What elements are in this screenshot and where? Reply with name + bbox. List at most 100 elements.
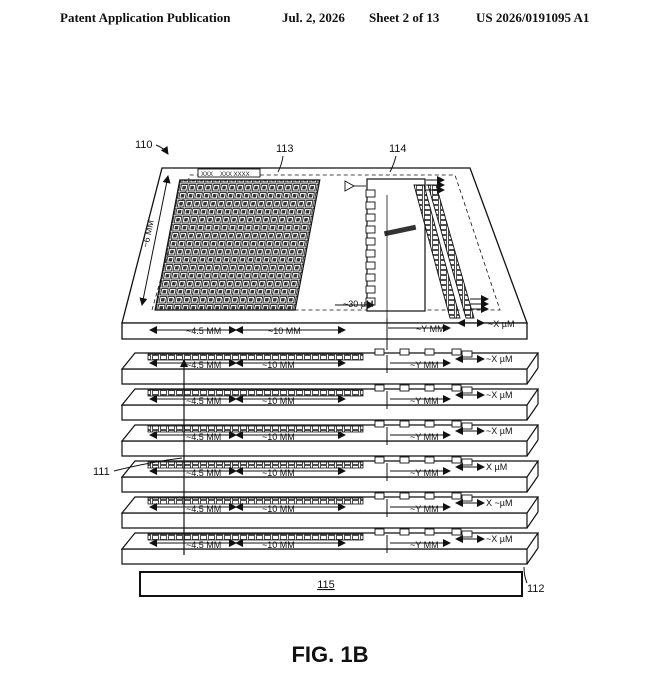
periphery-pad — [374, 528, 385, 536]
array-cell-strip — [147, 533, 364, 541]
ref-periphery-label: 114 — [389, 143, 407, 155]
periphery-pad — [399, 348, 410, 356]
periphery-cell — [365, 201, 376, 210]
dim-label-4-5mm: ~4.5 MM — [186, 396, 221, 406]
dim-label-4-5mm: ~4.5 MM — [186, 432, 221, 442]
periphery-block — [366, 178, 426, 312]
stacked-layer: ~4.5 MM~10 MM~Y MMX µM — [120, 456, 540, 493]
publication-date: Jul. 2, 2026 — [282, 10, 345, 25]
layer-side-edge — [526, 403, 539, 421]
periphery-pad — [374, 420, 385, 428]
ref-via-label: 111 — [93, 466, 110, 478]
array-cell-strip — [147, 389, 364, 397]
sheet-number: Sheet 2 of 13 — [369, 10, 440, 25]
array-cell-strip — [147, 461, 364, 469]
periphery-pad — [399, 456, 410, 464]
figure-caption: FIG. 1B — [291, 642, 369, 667]
periphery-cell — [365, 249, 376, 258]
periphery-pad — [451, 456, 462, 464]
periphery-pad — [374, 384, 385, 392]
dim-label-x-um: ~X µM — [486, 390, 512, 400]
ref-array-label: 113 — [276, 143, 294, 155]
periphery-cell — [365, 213, 376, 222]
periphery-pad — [451, 420, 462, 428]
layer-front-face — [121, 512, 528, 529]
dim-label-4-5mm: ~4.5 MM — [186, 540, 221, 550]
array-cell-strip — [147, 353, 364, 361]
array-cell-strip — [147, 425, 364, 433]
periphery-cell — [365, 285, 376, 294]
dim-label-x-um: ~X µM — [486, 426, 512, 436]
top-chip-front-face — [121, 322, 528, 340]
memory-array — [154, 179, 321, 311]
dim-label-10mm: ~10 MM — [268, 326, 301, 336]
periphery-pad — [451, 492, 462, 500]
dim-label-y-mm: ~Y MM — [410, 432, 439, 442]
layer-side-edge — [526, 367, 539, 385]
ref-array-leader — [277, 155, 284, 173]
memory-array-grid — [154, 179, 321, 311]
periphery-pad — [451, 384, 462, 392]
periphery-pad — [399, 384, 410, 392]
ref-device-label: 110 — [135, 139, 153, 151]
dim-label-10mm: ~10 MM — [262, 504, 295, 514]
dim-label-y-mm: ~Y MM — [410, 540, 439, 550]
dim-label-4-5mm: ~4.5 MM — [186, 360, 221, 370]
bit-label: XXX XXXX — [220, 172, 250, 178]
ref-stack-leader — [523, 566, 528, 584]
periphery-pad — [374, 492, 385, 500]
dim-line-6mm — [139, 175, 171, 306]
bit-label-short: XXX — [201, 172, 213, 178]
layer-front-face — [121, 440, 528, 457]
dim-label-x-um: X ~µM — [486, 498, 512, 508]
array-cell-strip — [147, 497, 364, 505]
dim-label-10mm: ~10 MM — [262, 360, 295, 370]
layer-side-edge — [526, 547, 539, 565]
layer-front-face — [121, 476, 528, 493]
layer-front-face — [121, 404, 528, 421]
dim-label-4-5mm: ~4.5 MM — [186, 326, 221, 336]
base-substrate — [139, 571, 523, 597]
dim-label-10mm: ~10 MM — [262, 396, 295, 406]
dim-label-x-um: ~X µM — [486, 534, 512, 544]
layer-front-face — [121, 368, 528, 385]
layer-front-face — [121, 548, 528, 565]
dim-label-y-mm: ~Y MM — [410, 360, 439, 370]
periphery-pad — [461, 386, 473, 394]
dim-label-10mm: ~10 MM — [262, 432, 295, 442]
stacked-layer: ~4.5 MM~10 MM~Y MM~X µM — [120, 384, 540, 421]
periphery-pad — [461, 422, 473, 430]
layers-group: 115~4.5 MM~10 MM~Y MM~X µM~4.5 MM~10 MM~… — [120, 348, 540, 597]
periphery-cell — [365, 273, 376, 282]
periphery-pad — [399, 420, 410, 428]
periphery-pad — [461, 458, 473, 466]
periphery-pad — [461, 530, 473, 538]
dim-label-y-mm: ~Y MM — [410, 504, 439, 514]
dim-label-30um: ~30 µM — [343, 299, 373, 309]
periphery-cell — [365, 189, 376, 198]
periphery-pad — [451, 528, 462, 536]
dim-label-x-um: ~X µM — [486, 354, 512, 364]
periphery-cell — [365, 237, 376, 246]
dim-label-10mm: ~10 MM — [262, 468, 295, 478]
ref-via-leader — [113, 457, 183, 472]
stacked-layer: ~4.5 MM ~10 MM ~Y MM ~X µM — [120, 348, 540, 385]
ref-base-label: 115 — [317, 579, 335, 591]
decoder-bar — [383, 224, 417, 237]
periphery-pad — [424, 528, 435, 536]
periphery-pad — [399, 492, 410, 500]
layer-side-edge — [526, 475, 539, 493]
periphery-pad — [424, 456, 435, 464]
periphery-pad — [424, 384, 435, 392]
dim-label-x-um: X µM — [486, 462, 507, 472]
ref-periphery-leader — [389, 155, 397, 173]
periphery-pad — [461, 350, 473, 358]
bit-label-box — [197, 168, 261, 178]
periphery-pad — [399, 528, 410, 536]
periphery-region — [365, 178, 475, 323]
stacked-layer: ~4.5 MM~10 MM~Y MM~X µM — [120, 528, 540, 565]
periphery-pad — [374, 348, 385, 356]
